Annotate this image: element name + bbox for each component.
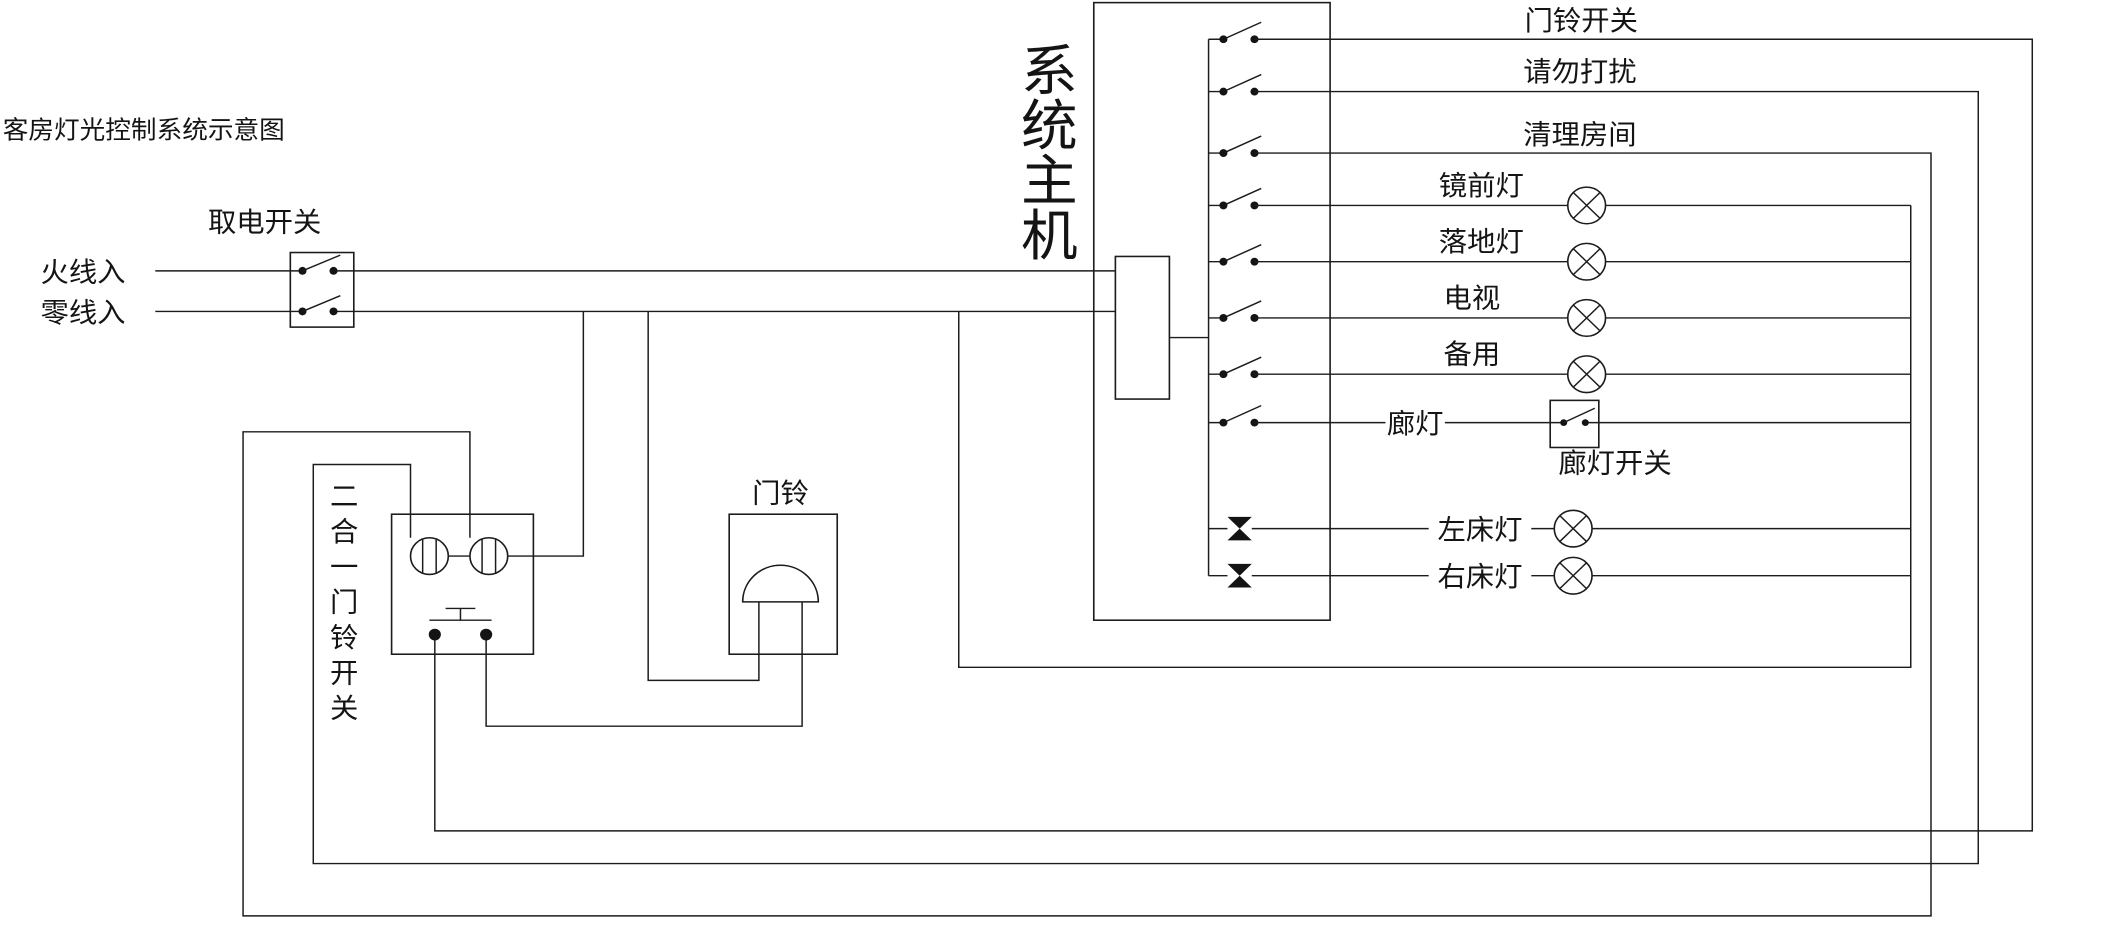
lamp-icon [1566,186,1607,225]
lamp-icon [1566,242,1607,281]
doorbell [728,513,839,656]
corridor-switch-box [1549,399,1600,449]
switch-contact-icon [1208,356,1262,379]
corridor-switch-label: 廊灯开关 [1558,448,1671,479]
indicator-lamp-icon [409,536,450,576]
combo-switch-panel-box [390,513,535,656]
lamp-icons [1553,186,1607,595]
channel-wires [242,38,2034,917]
push-button-icon [428,607,493,641]
channel-label-left-bed-light: 左床灯 [1437,514,1522,545]
switch-contact-icon [1208,73,1262,96]
combo-doorbell-switch [390,513,535,656]
channel-label-tv: 电视 [1444,283,1501,314]
switch-contact-icon [1560,407,1596,427]
live-wire-label: 火线入 [41,257,126,288]
doorbell-box [728,513,839,656]
channel-label-make-up-room: 清理房间 [1523,119,1636,150]
neutral-return-wire [958,205,1912,669]
switch-contact-icon [298,295,341,316]
channel-label-corridor-light: 廊灯 [1387,408,1444,439]
channel-label-doorbell-switch: 门铃开关 [1525,5,1638,36]
system-host [1092,1,1331,621]
bell-neutral-wire [647,311,760,682]
bell-icon [741,564,820,603]
host-input-module-box [1114,255,1171,400]
corridor-switch [1549,399,1600,449]
power-switch-label: 取电开关 [208,207,321,238]
indicator-lamp-icon [469,536,509,576]
switch-contact-icon [1208,187,1262,210]
switch-contact-icon [1208,300,1262,322]
dimmer-icon [1227,516,1252,541]
combo-doorbell-switch-label: 二合一门铃开关 [326,482,358,729]
doorbell-label: 门铃 [752,478,809,509]
lamp-icon [1553,556,1593,595]
system-host-box [1092,1,1331,621]
make-up-room-loop-wire [242,152,1932,917]
do-not-disturb-loop-wire [312,90,1980,865]
lamp-icon [1566,298,1607,338]
bell-to-button-wire [485,601,803,727]
doorbell-switch-loop-wire [434,38,2034,832]
channel-label-mirror-light: 镜前灯 [1439,170,1524,201]
power-switch [289,251,355,328]
mains-input-wires [155,270,1116,313]
system-host-label: 系统主机 [1012,42,1076,262]
neutral-wire-label: 零线入 [41,297,126,328]
switch-contact-icon [1208,21,1262,44]
dimmer-icon [1227,563,1252,588]
channel-label-spare: 备用 [1444,339,1501,370]
diagram-title: 客房灯光控制系统示意图 [3,117,285,145]
lamp-icon [1566,355,1607,394]
neutral-drop-wires [448,311,803,727]
switch-contact-icon [298,254,341,275]
channel-label-do-not-disturb: 请勿打扰 [1523,57,1636,88]
switch-contact-icon [1208,404,1262,427]
lamp-icon [1553,509,1593,548]
channel-label-right-bed-light: 右床灯 [1437,562,1522,593]
power-switch-box [289,251,355,328]
switch-contact-icon [1208,244,1262,266]
indicator-neutral-wire [507,311,585,557]
relay-contacts [1208,21,1262,427]
switch-contact-icon [1208,135,1262,158]
channel-label-floor-lamp: 落地灯 [1439,227,1524,258]
